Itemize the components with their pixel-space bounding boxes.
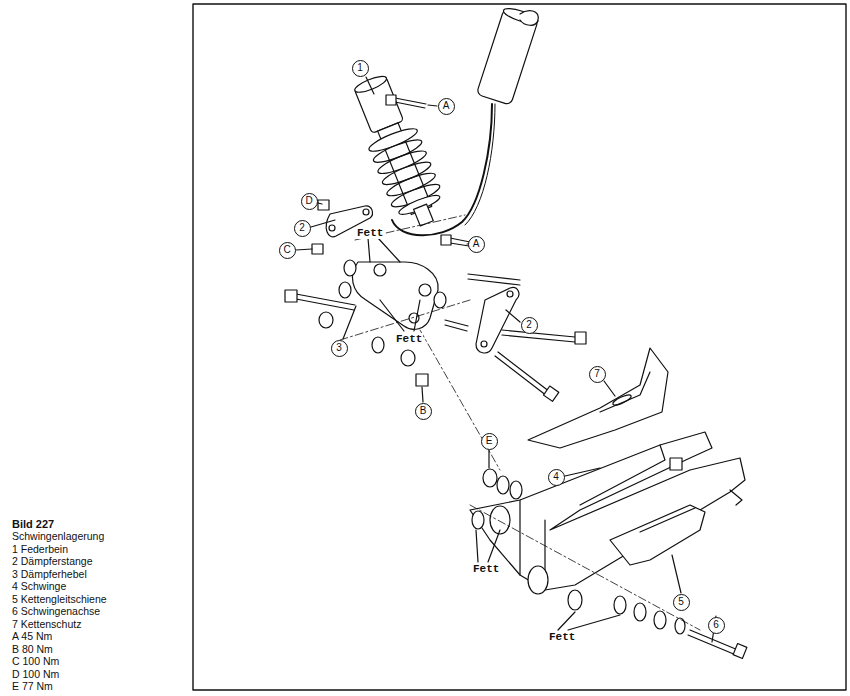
legend-line: 7 Kettenschutz [12,619,81,631]
callout-number: 5 [678,597,684,607]
callout-number: 6 [713,620,719,630]
callout-circle: 2 [521,317,538,334]
grease-note: Fett [472,563,500,575]
callout-number: 1 [357,63,363,73]
legend-line: D 100 Nm [12,669,59,681]
callout-number: D [305,196,312,206]
callout-number: 3 [336,343,342,353]
callout-number: 4 [553,472,559,482]
callout-number: A [473,239,480,249]
grease-note: Fett [356,227,384,239]
legend-line: 2 Dämpferstange [12,556,93,568]
callout-number: 2 [526,320,532,330]
callout-circle: 5 [673,594,690,611]
callout-circle: 1 [352,60,369,77]
legend-line: 6 Schwingenachse [12,606,100,618]
callout-circle: 4 [548,469,565,486]
callout-number: 7 [594,369,600,379]
callout-number: 2 [299,223,305,233]
callout-circle: A [468,236,485,253]
legend-line: 4 Schwinge [12,581,66,593]
legend-line: Schwingenlagerung [12,531,104,543]
legend-line: 5 Kettengleitschiene [12,594,107,606]
legend-line: 3 Dämpferhebel [12,569,87,581]
legend-line: A 45 Nm [12,631,52,643]
figure-caption: Bild 227 [12,518,54,530]
callout-circle: B [415,403,432,420]
callout-circle: D [301,193,318,210]
callout-number: C [283,245,290,255]
callout-circle: 7 [589,366,606,383]
callout-circle: E [481,433,498,450]
callout-circle: 2 [294,220,311,237]
legend-line: 1 Federbein [12,544,68,556]
callout-number: A [443,101,450,111]
callout-number: B [420,406,427,416]
grease-note: Fett [548,631,576,643]
callout-circle: 3 [331,340,348,357]
legend-line: C 100 Nm [12,656,59,668]
legend-line: B 80 Nm [12,644,53,656]
callout-circle: C [279,242,296,259]
callout-circle: 6 [708,617,725,634]
callout-number: E [486,436,493,446]
grease-note: Fett [395,333,423,345]
legend-line: E 77 Nm [12,681,53,693]
callout-circle: A [438,98,455,115]
